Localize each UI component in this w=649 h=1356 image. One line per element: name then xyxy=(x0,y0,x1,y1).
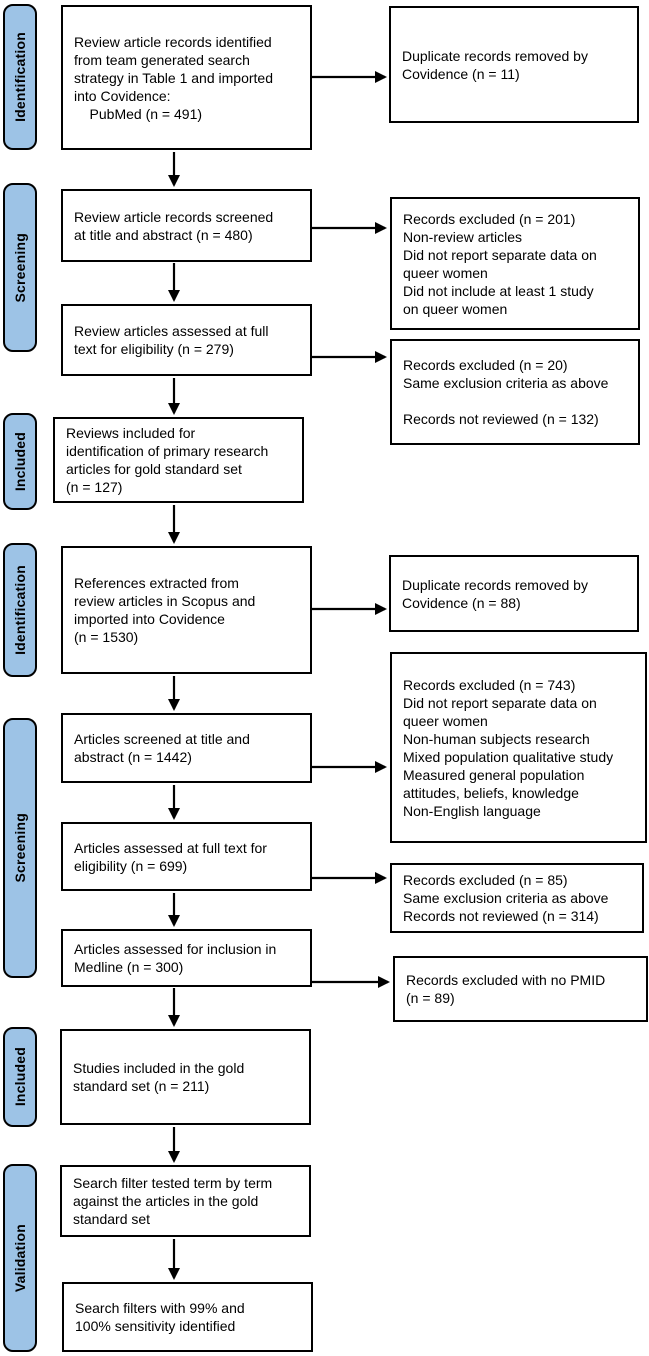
flow-box-text: Studies included in the gold standard se… xyxy=(73,1060,245,1094)
flow-box-text: Review articles assessed at full text fo… xyxy=(74,323,269,357)
flow-box-text: Reviews included for identification of p… xyxy=(66,425,269,495)
flow-box-filters-identified: Search filters with 99% and 100% sensiti… xyxy=(62,1282,313,1352)
flow-box-text: Review article records screened at title… xyxy=(74,208,274,243)
stage-label: Included xyxy=(12,431,28,492)
side-box-text: Records excluded (n = 201) Non-review ar… xyxy=(403,210,597,317)
flow-box-gold-standard-included: Studies included in the gold standard se… xyxy=(60,1029,311,1125)
flow-box-text: Search filter tested term by term agains… xyxy=(73,1175,273,1227)
flow-box-records-identified: Review article records identified from t… xyxy=(61,5,312,150)
stage-validation: Validation xyxy=(3,1164,37,1352)
side-box-text: Records excluded with no PMID (n = 89) xyxy=(406,972,606,1006)
stage-label: Identification xyxy=(12,32,28,122)
side-box-duplicates-removed-1: Duplicate records removed by Covidence (… xyxy=(389,6,639,123)
side-box-text: Records excluded (n = 20) Same exclusion… xyxy=(403,357,609,427)
flow-box-text: Articles assessed at full text for eligi… xyxy=(74,839,267,874)
flow-box-medline-inclusion: Articles assessed for inclusion in Medli… xyxy=(61,929,312,987)
side-box-text: Records excluded (n = 85) Same exclusion… xyxy=(403,872,609,924)
stage-label: Validation xyxy=(12,1223,28,1293)
side-box-excluded-743: Records excluded (n = 743) Did not repor… xyxy=(390,652,647,843)
stage-label: Screening xyxy=(12,232,28,303)
stage-label: Identification xyxy=(12,565,28,655)
flow-box-text: Review article records identified from t… xyxy=(74,33,273,122)
flow-box-articles-screened: Articles screened at title and abstract … xyxy=(61,713,312,783)
flow-box-references-extracted: References extracted from review article… xyxy=(61,546,312,674)
stage-included-1: Included xyxy=(3,413,37,510)
stage-screening-2: Screening xyxy=(3,718,37,978)
flow-box-fulltext-eligibility: Review articles assessed at full text fo… xyxy=(61,304,312,376)
stage-identification-2: Identification xyxy=(3,543,37,677)
flow-box-articles-fulltext: Articles assessed at full text for eligi… xyxy=(61,822,312,891)
stage-label: Screening xyxy=(12,813,28,883)
flow-box-reviews-included: Reviews included for identification of p… xyxy=(53,417,304,503)
side-box-text: Duplicate records removed by Covidence (… xyxy=(402,576,588,611)
stage-screening-1: Screening xyxy=(3,183,37,352)
side-box-excluded-85: Records excluded (n = 85) Same exclusion… xyxy=(390,863,644,933)
side-box-duplicates-removed-2: Duplicate records removed by Covidence (… xyxy=(389,555,639,632)
flow-box-text: References extracted from review article… xyxy=(74,575,256,645)
side-box-excluded-20: Records excluded (n = 20) Same exclusion… xyxy=(390,339,640,445)
side-box-text: Duplicate records removed by Covidence (… xyxy=(402,47,588,82)
stage-included-2: Included xyxy=(3,1027,37,1127)
flow-box-title-abstract-screen: Review article records screened at title… xyxy=(61,189,312,262)
side-box-excluded-201: Records excluded (n = 201) Non-review ar… xyxy=(390,197,640,330)
stage-label: Included xyxy=(12,1047,28,1107)
flow-box-text: Articles screened at title and abstract … xyxy=(74,731,250,765)
flow-box-text: Articles assessed for inclusion in Medli… xyxy=(74,941,277,975)
side-box-text: Records excluded (n = 743) Did not repor… xyxy=(403,676,614,819)
side-box-excluded-no-pmid: Records excluded with no PMID (n = 89) xyxy=(393,956,648,1022)
stage-identification-1: Identification xyxy=(3,4,37,150)
flow-box-filter-tested: Search filter tested term by term agains… xyxy=(60,1165,311,1237)
flow-box-text: Search filters with 99% and 100% sensiti… xyxy=(75,1300,245,1334)
